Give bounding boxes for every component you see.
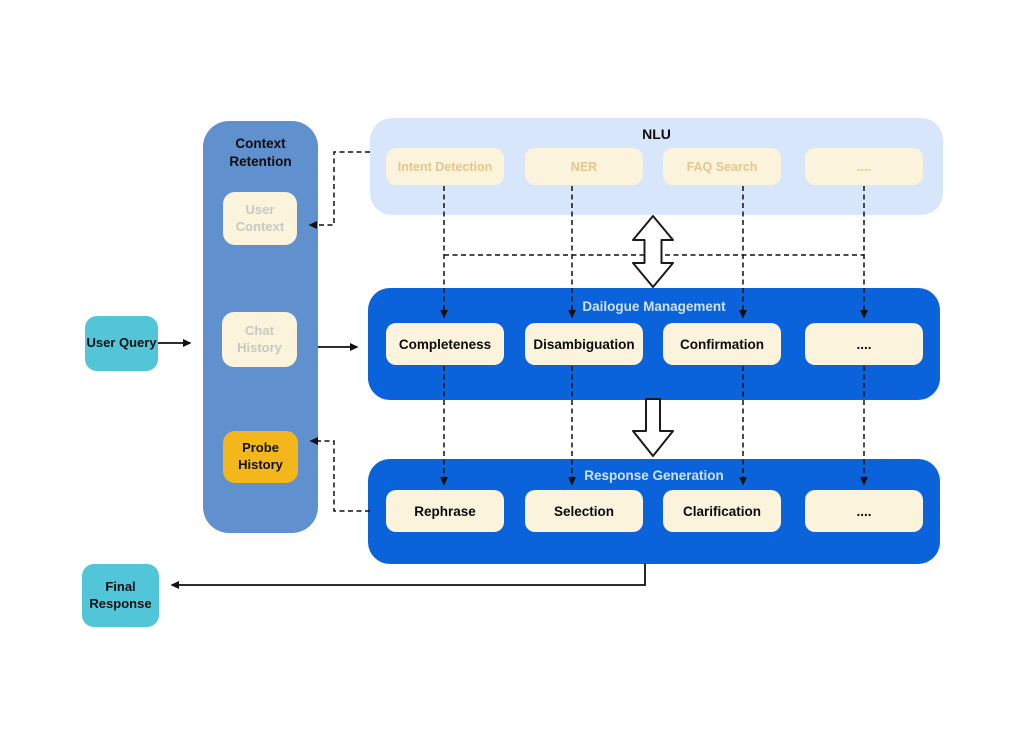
dm-item-label: ....: [856, 336, 872, 352]
chat-history-label: Chat History: [237, 322, 282, 355]
final-response-label: Final Response: [89, 578, 152, 611]
rg-item-label: Clarification: [682, 503, 761, 519]
nlu-item-ner: NER: [525, 148, 643, 185]
dm-item-confirmation: Confirmation: [663, 323, 781, 365]
dialogue-management-title: Dailogue Management: [582, 299, 726, 314]
dm-rg-down-block-arrow: [632, 398, 674, 457]
rg-item-selection: Selection: [525, 490, 643, 532]
nlu-item-intent-detection: Intent Detection: [386, 148, 504, 185]
dm-item-ellipsis: ....: [805, 323, 923, 365]
dm-item-label: Confirmation: [680, 336, 764, 352]
nlu-title: NLU: [642, 126, 671, 142]
rg-item-label: Selection: [553, 503, 615, 519]
nlu-to-user-context-dashed-arrow: [308, 151, 370, 229]
rg-item-ellipsis: ....: [805, 490, 923, 532]
response-generation-title: Response Generation: [584, 468, 724, 483]
rg-item-clarification: Clarification: [663, 490, 781, 532]
probe-history-node: Probe History: [223, 431, 298, 483]
dm-item-label: Completeness: [398, 336, 492, 352]
nlu-item-label: Intent Detection: [397, 159, 493, 174]
nlu-dm-bidirectional-block-arrow: [632, 215, 674, 288]
nlu-item-label: ....: [857, 159, 871, 174]
context-retention-panel: Context Retention User Context Chat Hist…: [203, 121, 318, 533]
user-query-label: User Query: [86, 335, 157, 351]
rg-to-final-response-arrow: [170, 563, 646, 589]
dm-item-completeness: Completeness: [386, 323, 504, 365]
user-query-node: User Query: [85, 316, 158, 371]
context-retention-title: Context Retention: [229, 136, 292, 169]
rg-item-label: ....: [856, 503, 872, 519]
rg-to-probe-history-dashed-arrow: [309, 437, 370, 512]
nlu-item-ellipsis: ....: [805, 148, 923, 185]
chat-history-node: Chat History: [222, 312, 297, 367]
probe-history-label: Probe History: [238, 440, 283, 472]
nlu-panel: NLU Intent Detection NER FAQ Search ....: [370, 118, 943, 215]
nlu-item-label: FAQ Search: [686, 159, 758, 174]
nlu-item-label: NER: [570, 159, 598, 174]
dm-item-disambiguation: Disambiguation: [525, 323, 643, 365]
dm-item-label: Disambiguation: [533, 336, 635, 352]
response-generation-panel: Response Generation Rephrase Selection C…: [368, 459, 940, 564]
user-context-node: User Context: [223, 192, 297, 245]
dialogue-management-panel: Dailogue Management Completeness Disambi…: [368, 288, 940, 400]
nlu-item-faq-search: FAQ Search: [663, 148, 781, 185]
user-context-label: User Context: [235, 201, 285, 234]
rg-item-label: Rephrase: [414, 503, 476, 519]
final-response-node: Final Response: [82, 564, 159, 627]
rg-item-rephrase: Rephrase: [386, 490, 504, 532]
